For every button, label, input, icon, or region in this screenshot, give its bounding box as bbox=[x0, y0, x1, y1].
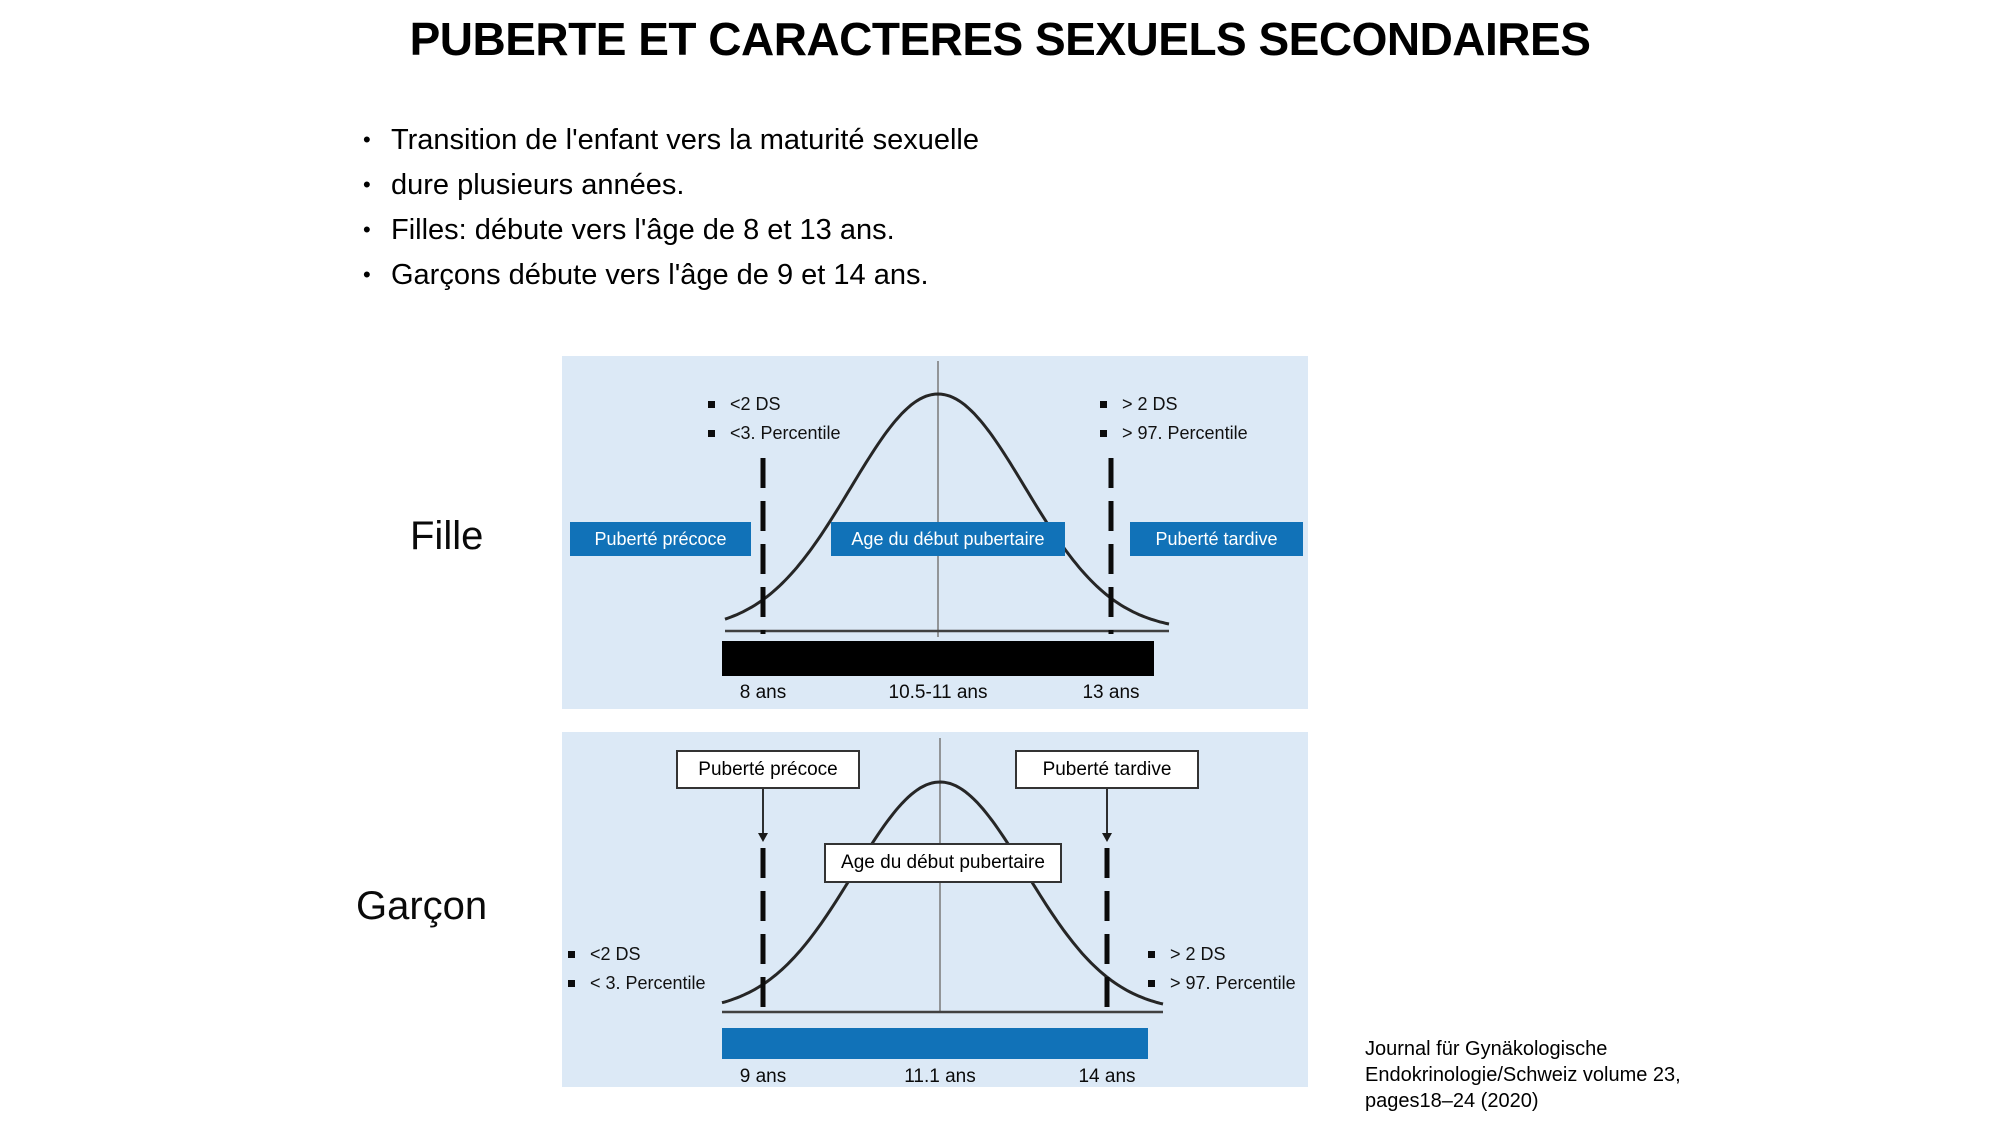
bullet-text: dure plusieurs années. bbox=[391, 169, 685, 201]
garcon-age-debut-box: Age du début pubertaire bbox=[824, 843, 1062, 883]
citation-line: Journal für Gynäkologische bbox=[1365, 1038, 1608, 1060]
marker-text: <2 DS bbox=[590, 944, 641, 964]
garcon-left-markers: <2 DS < 3. Percentile bbox=[568, 944, 706, 994]
bullet-item: • Garçons débute vers l'âge de 9 et 14 a… bbox=[363, 255, 979, 300]
bullet-text: Filles: débute vers l'âge de 8 et 13 ans… bbox=[391, 214, 895, 246]
garcon-age-mean: 11.1 ans bbox=[904, 1066, 976, 1087]
marker-item: > 2 DS bbox=[1148, 944, 1296, 965]
fille-right-markers: > 2 DS > 97. Percentile bbox=[1100, 394, 1248, 444]
marker-item: > 97. Percentile bbox=[1148, 973, 1296, 994]
marker-text: < 3. Percentile bbox=[590, 973, 706, 993]
garcon-range-bar bbox=[722, 1028, 1148, 1059]
bullet-item: • Transition de l'enfant vers la maturit… bbox=[363, 120, 979, 165]
fille-distribution-curve bbox=[724, 361, 1170, 637]
marker-item: <2 DS bbox=[568, 944, 706, 965]
marker-text: > 97. Percentile bbox=[1170, 973, 1296, 993]
garcon-age-late: 14 ans bbox=[1078, 1066, 1136, 1087]
marker-text: <3. Percentile bbox=[730, 423, 841, 443]
marker-text: > 97. Percentile bbox=[1122, 423, 1248, 443]
fille-puberte-precoce-box: Puberté précoce bbox=[570, 522, 751, 556]
marker-item: > 97. Percentile bbox=[1100, 423, 1248, 444]
bullet-dot-icon: • bbox=[363, 127, 371, 152]
garcon-puberte-tardive-box: Puberté tardive bbox=[1015, 750, 1199, 789]
fille-age-late: 13 ans bbox=[1082, 682, 1140, 703]
bullet-item: • Filles: débute vers l'âge de 8 et 13 a… bbox=[363, 210, 979, 255]
marker-item: <2 DS bbox=[708, 394, 841, 415]
square-bullet-icon bbox=[1100, 401, 1107, 408]
bullet-dot-icon: • bbox=[363, 172, 371, 197]
fille-age-debut-box: Age du début pubertaire bbox=[831, 522, 1065, 556]
square-bullet-icon bbox=[568, 980, 575, 987]
fille-age-early: 8 ans bbox=[739, 682, 787, 703]
fille-left-markers: <2 DS <3. Percentile bbox=[708, 394, 841, 444]
citation-line: pages18–24 (2020) bbox=[1365, 1090, 1539, 1112]
square-bullet-icon bbox=[1148, 951, 1155, 958]
citation-line: Endokrinologie/Schweiz volume 23, bbox=[1365, 1064, 1681, 1086]
bullet-dot-icon: • bbox=[363, 262, 371, 287]
bullet-text: Garçons débute vers l'âge de 9 et 14 ans… bbox=[391, 259, 929, 291]
marker-item: <3. Percentile bbox=[708, 423, 841, 444]
garcon-puberte-precoce-box: Puberté précoce bbox=[676, 750, 860, 789]
citation: Journal für Gynäkologische Endokrinologi… bbox=[1365, 1036, 1681, 1114]
square-bullet-icon bbox=[708, 401, 715, 408]
bullet-text: Transition de l'enfant vers la maturité … bbox=[391, 124, 979, 156]
marker-item: > 2 DS bbox=[1100, 394, 1248, 415]
marker-text: <2 DS bbox=[730, 394, 781, 414]
fille-age-mean: 10.5-11 ans bbox=[888, 682, 988, 703]
fille-puberte-tardive-box: Puberté tardive bbox=[1130, 522, 1303, 556]
garcon-right-markers: > 2 DS > 97. Percentile bbox=[1148, 944, 1296, 994]
marker-text: > 2 DS bbox=[1170, 944, 1226, 964]
marker-text: > 2 DS bbox=[1122, 394, 1178, 414]
bullet-item: • dure plusieurs années. bbox=[363, 165, 979, 210]
fille-label: Fille bbox=[410, 514, 484, 558]
garcon-age-early: 9 ans bbox=[739, 1066, 787, 1087]
fille-range-bar bbox=[722, 641, 1154, 676]
garcon-label: Garçon bbox=[356, 884, 488, 928]
square-bullet-icon bbox=[1100, 430, 1107, 437]
square-bullet-icon bbox=[568, 951, 575, 958]
bullet-dot-icon: • bbox=[363, 217, 371, 242]
slide-title: PUBERTE ET CARACTERES SEXUELS SECONDAIRE… bbox=[409, 13, 1591, 65]
bullet-list: • Transition de l'enfant vers la maturit… bbox=[363, 120, 979, 300]
square-bullet-icon bbox=[708, 430, 715, 437]
square-bullet-icon bbox=[1148, 980, 1155, 987]
fille-diagram-panel: <2 DS <3. Percentile > 2 DS > 97. Percen… bbox=[562, 356, 1308, 709]
garcon-diagram-panel: Puberté précoce Puberté tardive Age du d… bbox=[562, 732, 1308, 1087]
marker-item: < 3. Percentile bbox=[568, 973, 706, 994]
